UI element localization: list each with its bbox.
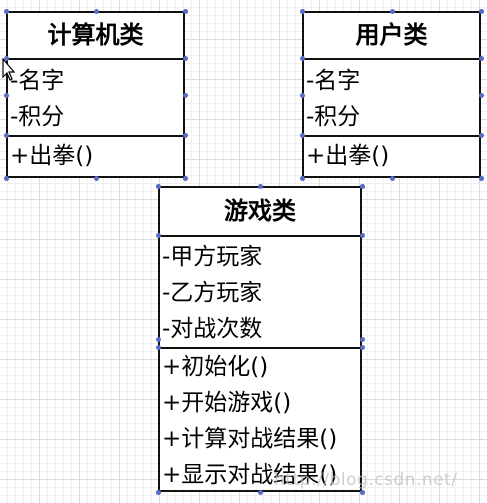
move-cursor-icon	[2, 58, 15, 81]
selection-handle	[389, 9, 395, 14]
selection-handle	[479, 133, 484, 138]
selection-handle	[479, 92, 484, 98]
selection-handle	[183, 92, 188, 98]
selection-handle	[360, 233, 365, 238]
selection-handle	[4, 9, 9, 14]
game-attribute-player-a: -甲方玩家	[162, 244, 263, 270]
game-method-start-game: +开始游戏()	[162, 390, 292, 416]
selection-handle	[156, 184, 161, 189]
selection-handle	[93, 9, 99, 14]
computer-class-box[interactable]: 计算机类 -名字 -积分 +出拳()	[6, 11, 185, 178]
computer-attribute-score: -积分	[10, 104, 65, 130]
selection-handle	[300, 133, 305, 138]
user-attributes: -名字 -积分	[304, 60, 479, 137]
selection-handle	[360, 184, 365, 189]
game-attribute-player-b: -乙方玩家	[162, 280, 263, 306]
computer-attribute-name: -名字	[10, 68, 65, 94]
watermark-text: http://blog.csdn.net/	[274, 470, 458, 490]
selection-handle	[360, 337, 365, 342]
selection-handle	[156, 233, 161, 238]
selection-handle	[300, 176, 305, 181]
selection-handle	[258, 184, 263, 189]
game-class-box[interactable]: 游戏类 -甲方玩家 -乙方玩家 -对战次数 +初始化() +开始游戏() +计算…	[158, 186, 362, 492]
selection-handle	[183, 176, 188, 181]
selection-handle	[300, 9, 305, 14]
selection-handle	[4, 92, 9, 98]
game-method-show-result: +显示对战结果()	[162, 462, 338, 488]
game-method-init: +初始化()	[162, 354, 269, 380]
game-class-name: 游戏类	[160, 188, 360, 237]
game-attributes: -甲方玩家 -乙方玩家 -对战次数	[160, 237, 360, 349]
selection-handle	[93, 176, 99, 181]
computer-methods: +出拳()	[8, 137, 183, 176]
selection-handle	[156, 345, 161, 350]
computer-attributes: -名字 -积分	[8, 60, 183, 137]
user-attribute-name: -名字	[306, 68, 361, 94]
selection-handle	[389, 176, 395, 181]
computer-method-punch: +出拳()	[10, 143, 94, 169]
selection-handle	[258, 490, 263, 495]
user-methods: +出拳()	[304, 137, 479, 176]
user-method-punch: +出拳()	[306, 143, 390, 169]
selection-handle	[479, 9, 484, 14]
selection-handle	[183, 56, 188, 61]
user-class-box[interactable]: 用户类 -名字 -积分 +出拳()	[302, 11, 481, 178]
selection-handle	[4, 176, 9, 181]
selection-handle	[4, 133, 9, 138]
game-methods: +初始化() +开始游戏() +计算对战结果() +显示对战结果()	[160, 349, 360, 490]
computer-class-name: 计算机类	[8, 13, 183, 60]
selection-handle	[300, 92, 305, 98]
selection-handle	[156, 337, 161, 342]
user-class-name: 用户类	[304, 13, 479, 60]
game-attribute-match-count: -对战次数	[162, 316, 263, 342]
selection-handle	[479, 176, 484, 181]
selection-handle	[300, 56, 305, 61]
selection-handle	[360, 490, 365, 495]
selection-handle	[4, 56, 9, 61]
user-attribute-score: -积分	[306, 104, 361, 130]
selection-handle	[156, 490, 161, 495]
game-method-compute-result: +计算对战结果()	[162, 426, 338, 452]
selection-handle	[360, 345, 365, 350]
selection-handle	[183, 133, 188, 138]
selection-handle	[183, 9, 188, 14]
selection-handle	[479, 56, 484, 61]
